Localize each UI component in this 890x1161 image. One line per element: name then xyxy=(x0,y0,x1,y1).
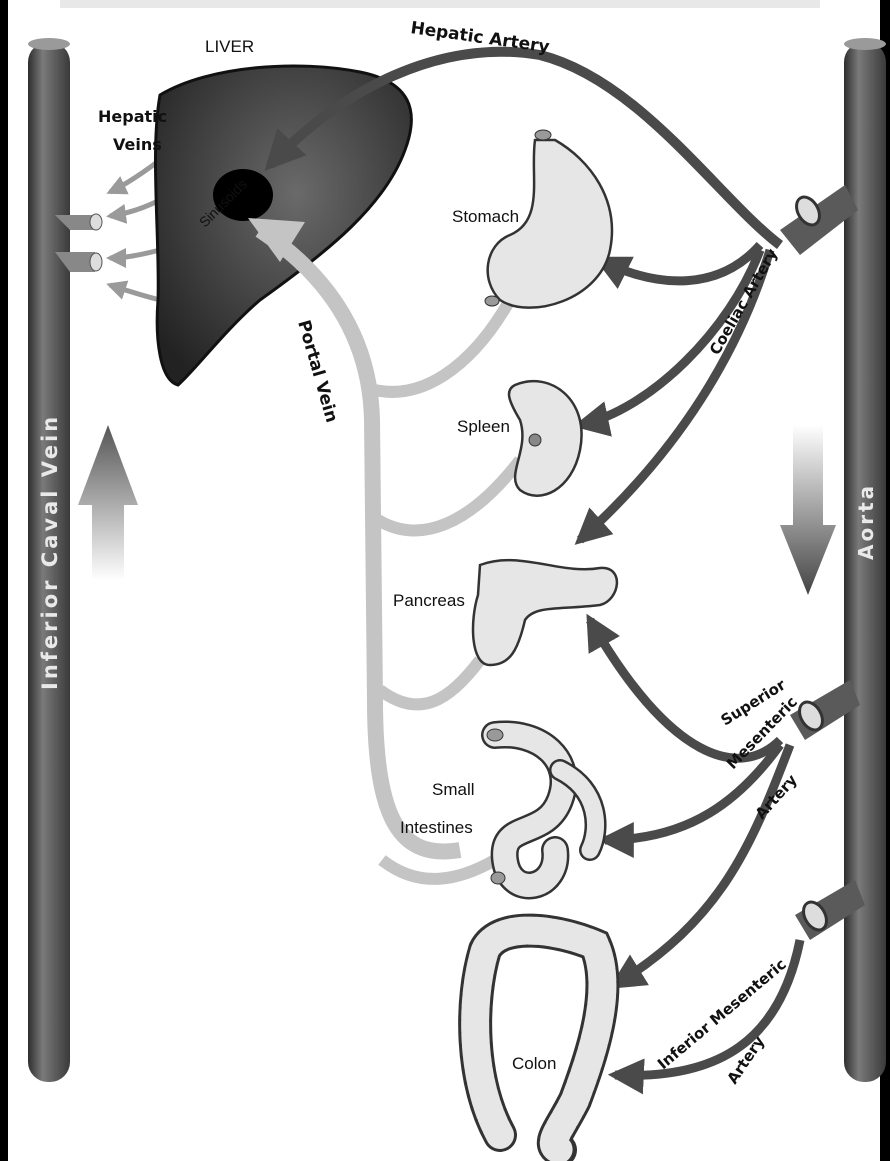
top-strip xyxy=(60,0,820,8)
colon-label: Colon xyxy=(512,1054,556,1073)
stomach-label: Stomach xyxy=(452,207,519,226)
liver-label: LIVER xyxy=(205,37,254,56)
hepatic-veins-label-line1: Hepatic xyxy=(98,107,167,126)
small-intestines-label-line2: Intestines xyxy=(400,818,473,837)
spleen-label: Spleen xyxy=(457,417,510,436)
small-intestines-label-line1: Small xyxy=(432,780,475,799)
inferior-caval-vein-label: Inferior Caval Vein xyxy=(38,414,62,690)
pancreas-label: Pancreas xyxy=(393,591,465,610)
hepatic-veins-label-line2: Veins xyxy=(113,135,162,154)
aorta-label: Aorta xyxy=(854,483,878,560)
